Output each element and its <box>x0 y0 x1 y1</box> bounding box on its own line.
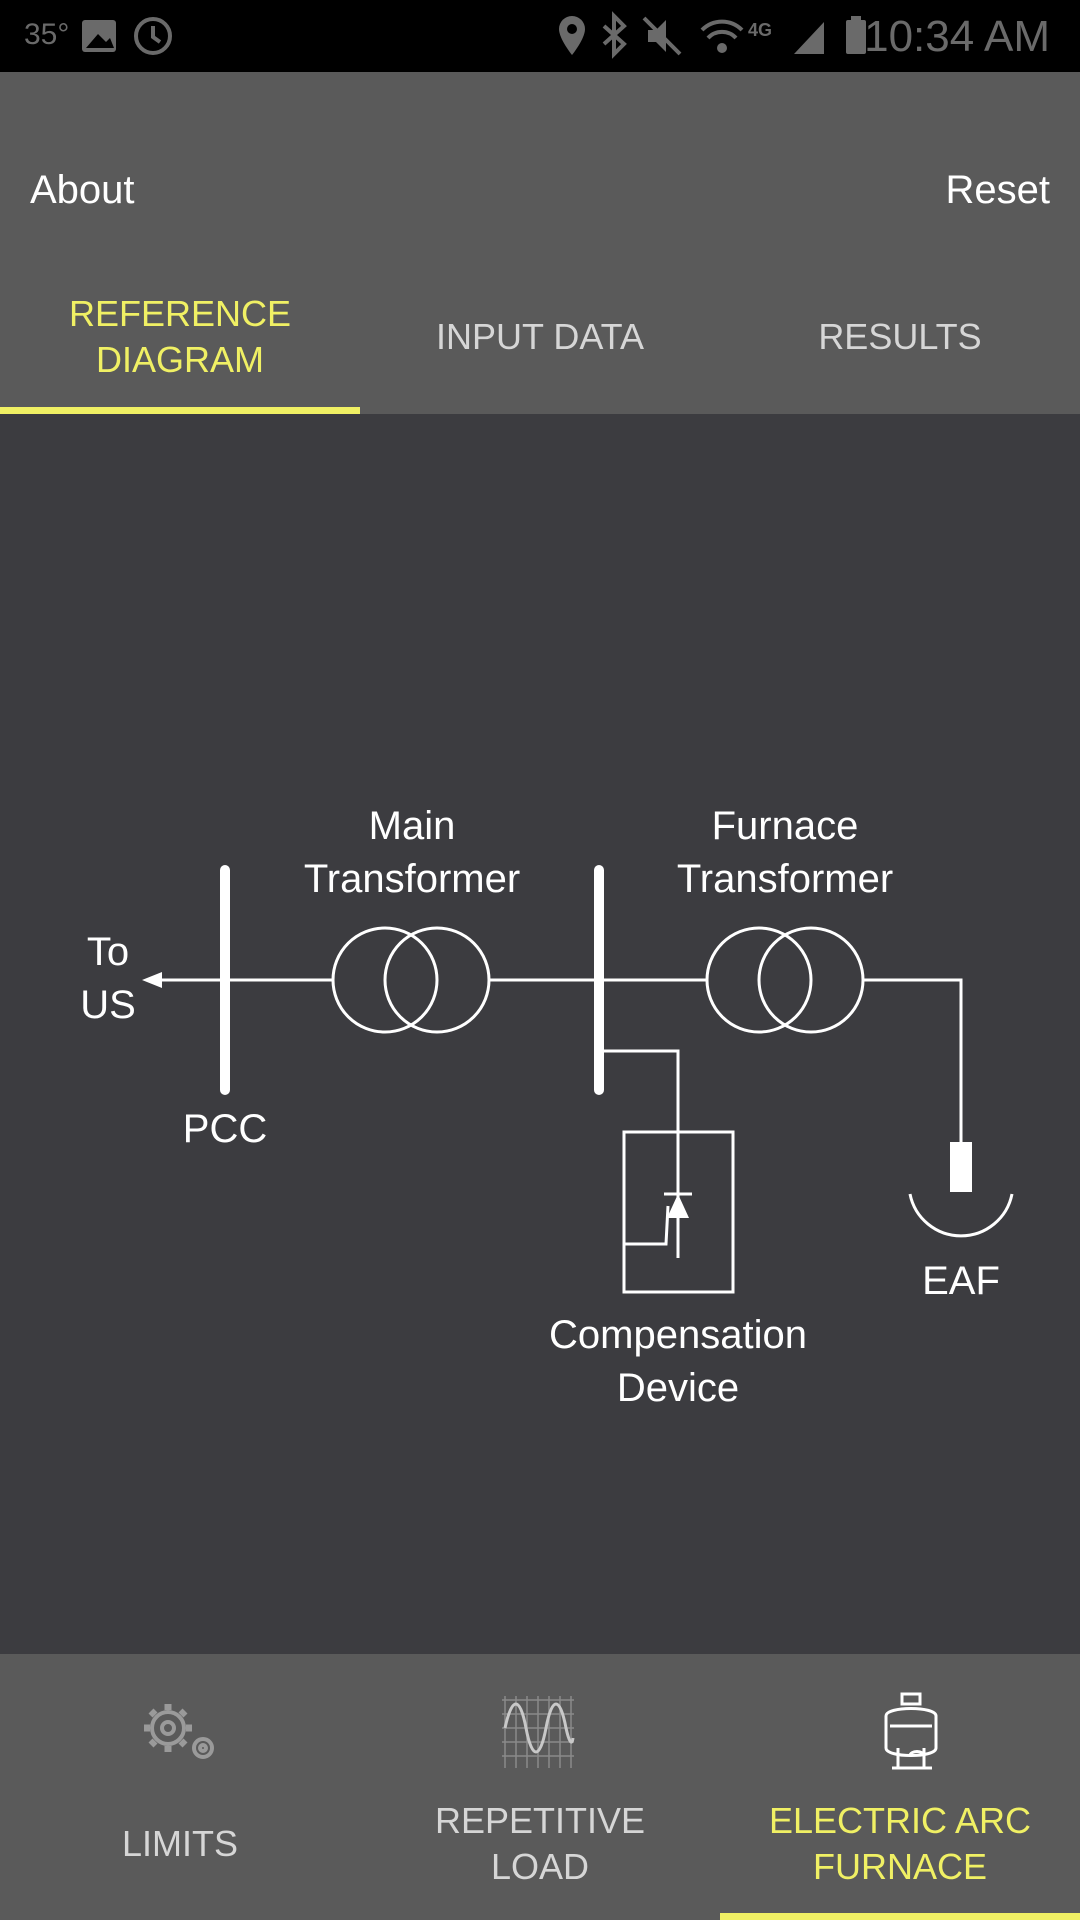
eaf-bowl <box>908 1193 1014 1238</box>
main-transformer-label-line1: Main <box>369 804 456 848</box>
furnace-transformer-label-line1: Furnace <box>712 804 859 848</box>
waveform-icon <box>502 1696 575 1768</box>
alarm-icon <box>134 17 172 55</box>
compensation-connection-line <box>599 1049 680 1132</box>
reset-button[interactable]: Reset <box>945 168 1051 212</box>
furnace-to-eaf-line <box>863 978 963 1142</box>
tab-reference-diagram[interactable]: REFERENCE DIAGRAM <box>68 293 292 380</box>
to-label-line1: To <box>87 930 129 974</box>
status-bar: 35° 4G <box>0 0 1080 72</box>
about-button[interactable]: About <box>30 168 135 212</box>
status-icons: 4G <box>82 11 866 59</box>
image-icon <box>82 20 116 52</box>
compensation-device-label-line2: Device <box>617 1366 739 1410</box>
location-icon <box>559 16 585 55</box>
arrow-to-us-icon <box>142 972 162 988</box>
to-label-line2: US <box>80 983 136 1027</box>
active-tab-indicator <box>0 407 360 414</box>
furnace-transformer-coil-1 <box>705 926 813 1034</box>
battery-icon <box>846 16 866 54</box>
gears-icon <box>144 1704 214 1759</box>
app-header: About Reset REFERENCE DIAGRAM INPUT DATA… <box>0 72 1080 414</box>
wifi-icon <box>700 19 744 53</box>
nav-electric-arc-furnace-label: ELECTRIC ARC FURNACE <box>768 1800 1032 1887</box>
eaf-electrode <box>950 1142 972 1192</box>
bluetooth-icon <box>602 11 627 59</box>
signal-icon <box>794 22 824 54</box>
furnace-transformer-label-line2: Transformer <box>677 857 893 901</box>
nav-limits[interactable]: LIMITS <box>0 1654 360 1920</box>
clock-text: 10:34 AM <box>864 12 1050 61</box>
4g-icon: 4G <box>748 20 772 40</box>
temperature-text: 35° <box>24 18 70 51</box>
bottom-navigation: LIMITS REPETITIVE LOAD <box>0 1654 1080 1920</box>
tab-input-data[interactable]: INPUT DATA <box>435 316 645 357</box>
nav-limits-label: LIMITS <box>121 1823 238 1864</box>
thyristor-gate-line <box>624 1205 670 1246</box>
eaf-label: EAF <box>922 1259 1000 1303</box>
mute-icon <box>642 16 682 56</box>
active-nav-indicator <box>720 1913 1080 1920</box>
nav-repetitive-load-label: REPETITIVE LOAD <box>434 1800 646 1887</box>
pcc-label: PCC <box>183 1107 267 1151</box>
reference-diagram: To US PCC Main Transformer Furnace Trans… <box>80 804 1014 1410</box>
thyristor-icon <box>667 1194 689 1218</box>
nav-repetitive-load[interactable]: REPETITIVE LOAD <box>360 1654 720 1920</box>
furnace-icon <box>884 1692 938 1770</box>
tab-results[interactable]: RESULTS <box>818 316 982 357</box>
compensation-device-label-line1: Compensation <box>549 1313 807 1357</box>
nav-electric-arc-furnace[interactable]: ELECTRIC ARC FURNACE <box>720 1654 1080 1920</box>
main-transformer-label-line2: Transformer <box>304 857 520 901</box>
main-transformer-coil-1 <box>331 926 439 1034</box>
